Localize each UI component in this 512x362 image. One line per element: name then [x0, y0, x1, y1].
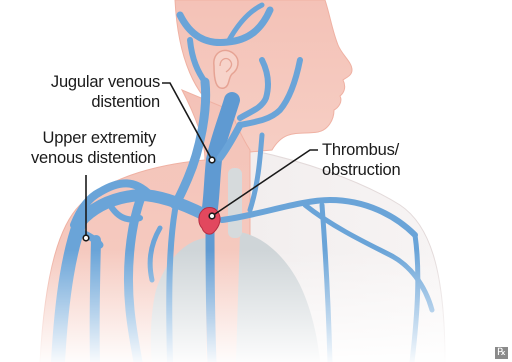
upper-extremity-venous-distention-label: Upper extremity venous distention [16, 128, 156, 168]
bottom-fade-overlay [0, 250, 512, 362]
rx-logo: ℞ [495, 347, 508, 359]
jugular-leader-dot [209, 157, 215, 163]
thrombus-leader-dot [209, 213, 215, 219]
jugular-venous-distention-label: Jugular venous distention [34, 72, 160, 112]
thrombus-obstruction-label: Thrombus/ obstruction [322, 140, 422, 180]
upper-extremity-leader-dot [83, 235, 89, 241]
